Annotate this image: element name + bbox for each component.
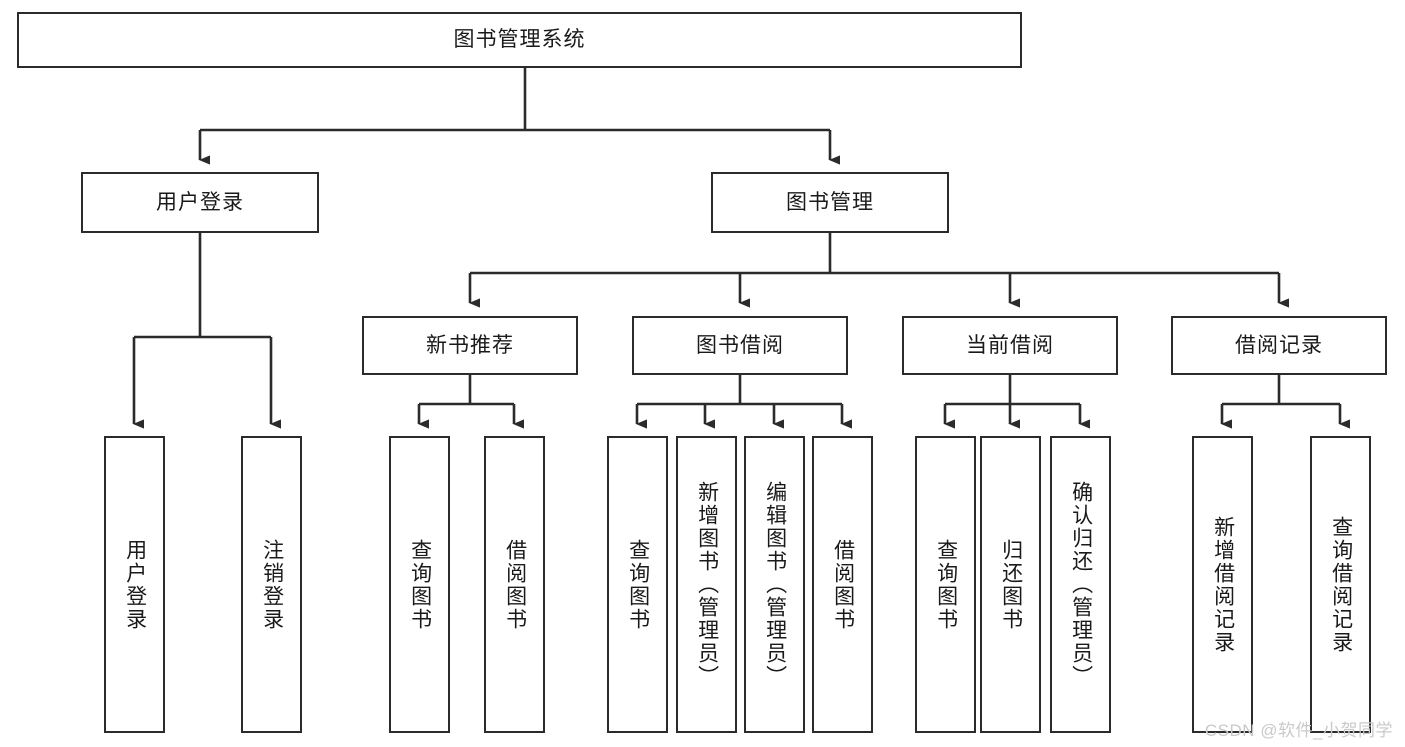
node-label: 新增借阅记录 bbox=[1211, 515, 1235, 654]
node-borrow-record[interactable]: 借阅记录 bbox=[1171, 316, 1387, 375]
node-book-management[interactable]: 图书管理 bbox=[711, 172, 949, 233]
leaf-book-borrow-query[interactable]: 查询图书 bbox=[607, 436, 668, 733]
node-label: 图书借阅 bbox=[696, 333, 784, 357]
leaf-book-borrow-borrow[interactable]: 借阅图书 bbox=[812, 436, 873, 733]
node-label: 新增图书（管理员） bbox=[695, 481, 719, 688]
node-user-login[interactable]: 用户登录 bbox=[81, 172, 319, 233]
node-label: 借阅图书 bbox=[503, 538, 527, 631]
leaf-user-login-login[interactable]: 用户登录 bbox=[104, 436, 165, 733]
node-label: 新书推荐 bbox=[426, 333, 514, 357]
leaf-user-login-logout[interactable]: 注销登录 bbox=[241, 436, 302, 733]
node-label: 当前借阅 bbox=[966, 333, 1054, 357]
node-current-borrow[interactable]: 当前借阅 bbox=[902, 316, 1118, 375]
node-book-borrow[interactable]: 图书借阅 bbox=[632, 316, 848, 375]
node-root-book-management-system[interactable]: 图书管理系统 bbox=[17, 12, 1022, 68]
leaf-new-book-borrow[interactable]: 借阅图书 bbox=[484, 436, 545, 733]
leaf-new-book-query[interactable]: 查询图书 bbox=[389, 436, 450, 733]
node-label: 查询图书 bbox=[408, 538, 432, 631]
node-label: 注销登录 bbox=[260, 538, 284, 631]
leaf-current-borrow-query[interactable]: 查询图书 bbox=[915, 436, 976, 733]
leaf-borrow-record-add[interactable]: 新增借阅记录 bbox=[1192, 436, 1253, 733]
node-label: 图书管理 bbox=[786, 190, 874, 214]
node-label: 查询借阅记录 bbox=[1329, 515, 1353, 654]
leaf-current-borrow-confirm-return[interactable]: 确认归还（管理员） bbox=[1050, 436, 1111, 733]
node-new-book-recommend[interactable]: 新书推荐 bbox=[362, 316, 578, 375]
leaf-book-borrow-edit[interactable]: 编辑图书（管理员） bbox=[744, 436, 805, 733]
node-label: 用户登录 bbox=[156, 190, 244, 214]
node-label: 查询图书 bbox=[626, 538, 650, 631]
node-label: 借阅图书 bbox=[831, 538, 855, 631]
node-label: 用户登录 bbox=[123, 538, 147, 631]
node-label: 编辑图书（管理员） bbox=[763, 481, 787, 688]
node-label: 图书管理系统 bbox=[453, 28, 586, 52]
leaf-current-borrow-return[interactable]: 归还图书 bbox=[980, 436, 1041, 733]
node-label: 归还图书 bbox=[999, 538, 1023, 631]
leaf-borrow-record-query[interactable]: 查询借阅记录 bbox=[1310, 436, 1371, 733]
node-label: 借阅记录 bbox=[1235, 333, 1323, 357]
node-label: 确认归还（管理员） bbox=[1069, 481, 1093, 688]
leaf-book-borrow-add[interactable]: 新增图书（管理员） bbox=[676, 436, 737, 733]
node-label: 查询图书 bbox=[934, 538, 958, 631]
